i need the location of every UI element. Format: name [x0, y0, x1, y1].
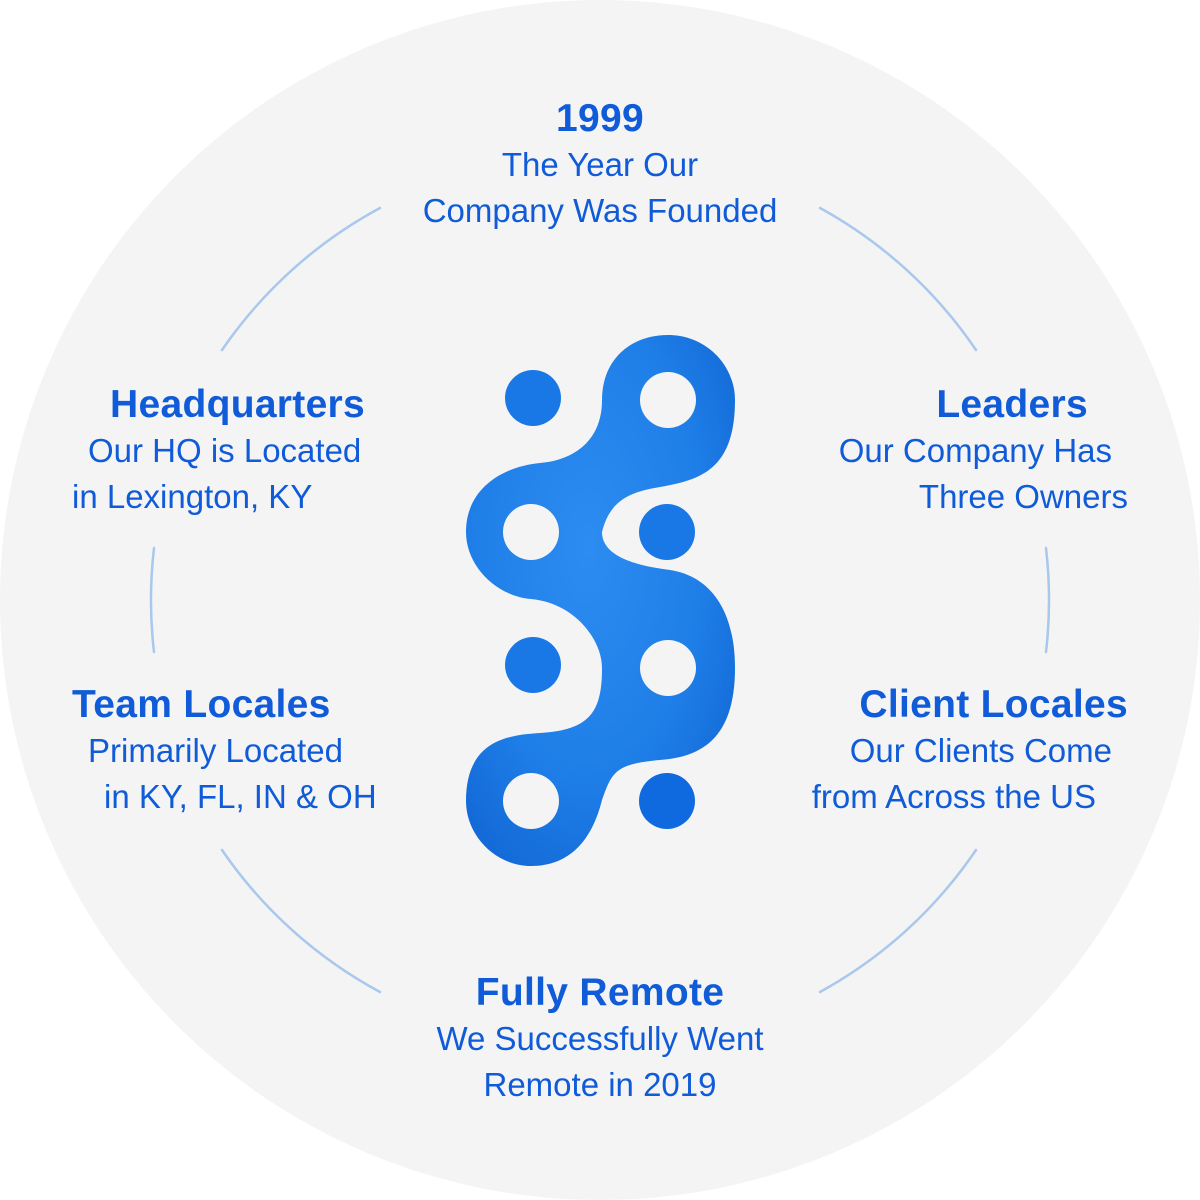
stat-client-locales-line-1: Our Clients Come [849, 732, 1112, 769]
logo-chain-shape [466, 335, 735, 866]
divider-arc-bottom-left [220, 848, 382, 994]
stat-leaders-line-2: Three Owners [918, 478, 1128, 515]
divider-arc-left [149, 546, 156, 654]
stat-fully-remote-line-1: We Successfully Went [436, 1020, 764, 1057]
stat-leaders-line-1: Our Company Has [838, 432, 1112, 469]
stat-fully-remote-heading: Fully Remote [475, 971, 725, 1014]
stat-client-locales-line-2: from Across the US [811, 778, 1096, 815]
stylized-s-chain-logo-icon [466, 335, 735, 866]
logo-dot-top-left [505, 370, 561, 426]
logo-dot-mid-left [505, 637, 561, 693]
stat-team-locales: Team Locales Primarily Located in KY, FL… [72, 682, 412, 820]
divider-arcs [149, 206, 1051, 994]
stat-headquarters-heading: Headquarters [110, 383, 366, 426]
stat-client-locales: Client Locales Our Clients Come from Acr… [760, 682, 1128, 820]
stat-team-locales-line-2: in KY, FL, IN & OH [104, 778, 377, 815]
divider-arc-bottom-right [818, 848, 978, 994]
stat-leaders: Leaders Our Company Has Three Owners [780, 382, 1128, 520]
divider-arc-right [1044, 546, 1051, 654]
stat-founded-heading: 1999 [556, 97, 644, 140]
stat-fully-remote-line-2: Remote in 2019 [483, 1066, 717, 1103]
stat-leaders-heading: Leaders [936, 383, 1088, 426]
stat-founded: 1999 The Year Our Company Was Founded [400, 96, 800, 234]
stat-headquarters: Headquarters Our HQ is Located in Lexing… [72, 382, 432, 520]
stat-team-locales-line-1: Primarily Located [88, 732, 343, 769]
logo-dot-mid-right [639, 504, 695, 560]
divider-arc-top-right [818, 206, 978, 352]
stat-headquarters-line-2: in Lexington, KY [72, 478, 313, 515]
stat-client-locales-heading: Client Locales [859, 683, 1128, 726]
stat-founded-line-2: Company Was Founded [422, 192, 778, 229]
logo-dot-bottom-right [639, 773, 695, 829]
stat-team-locales-heading: Team Locales [72, 683, 331, 726]
stat-headquarters-line-1: Our HQ is Located [88, 432, 362, 469]
stat-founded-line-1: The Year Our [501, 146, 699, 183]
divider-arc-top-left [220, 206, 382, 352]
stat-fully-remote: Fully Remote We Successfully Went Remote… [380, 970, 820, 1108]
